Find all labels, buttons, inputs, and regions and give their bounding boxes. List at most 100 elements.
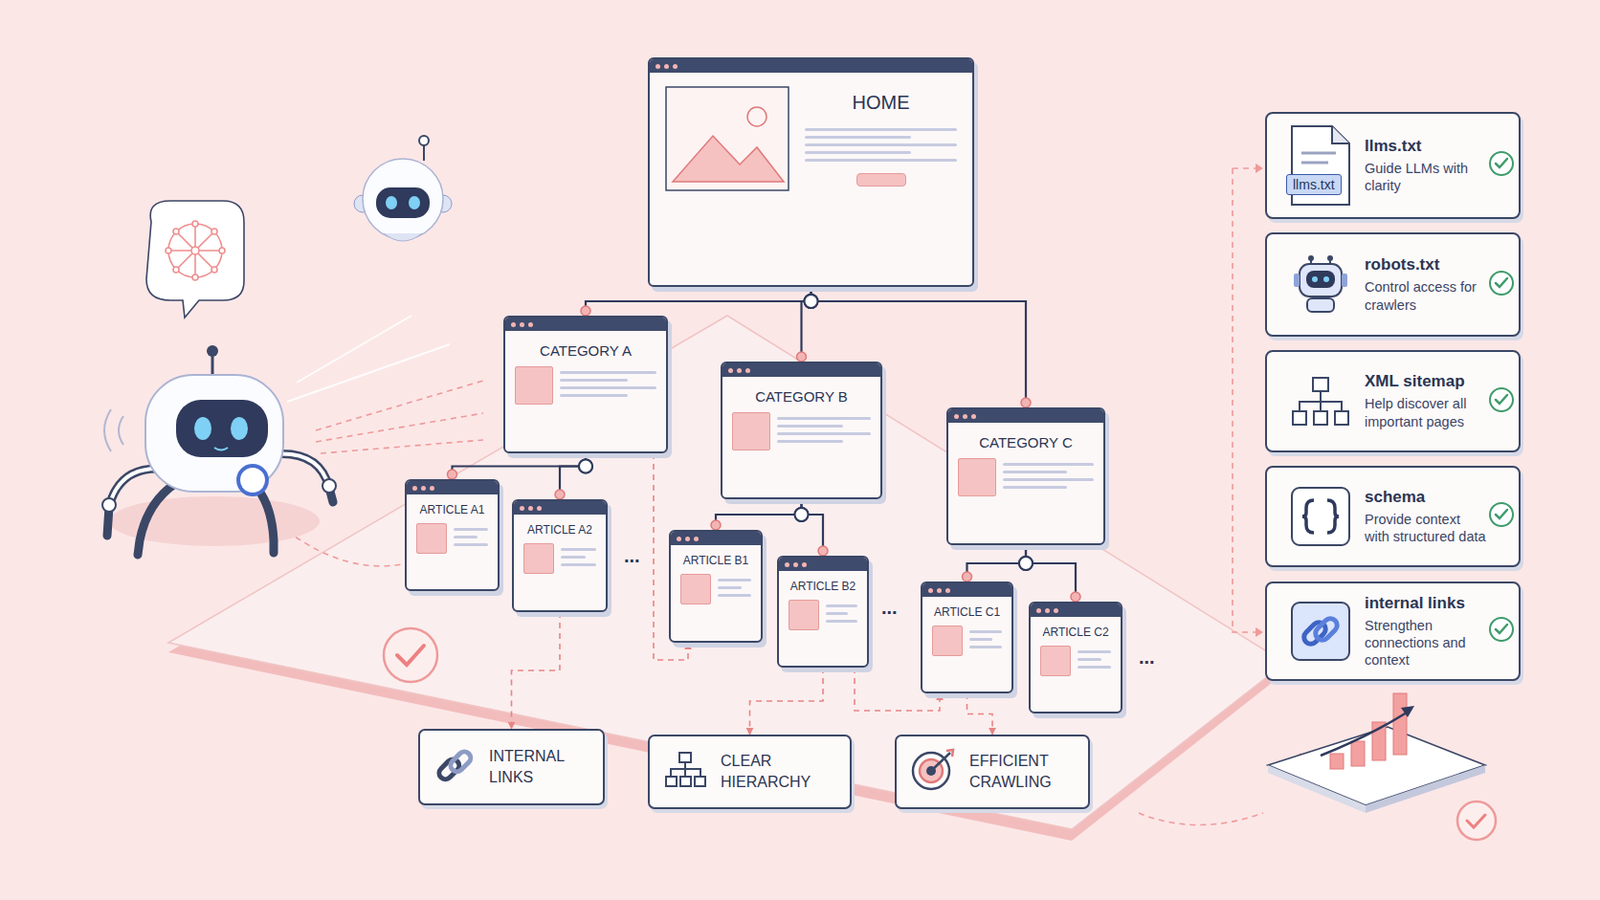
decor (1457, 801, 1496, 841)
link-dot (555, 489, 565, 500)
decor (784, 562, 790, 568)
node-title: schema (1364, 488, 1488, 508)
node-description: Control access for crawlers (1364, 278, 1488, 313)
decor (385, 196, 398, 210)
decor (137, 483, 177, 556)
decor (536, 506, 542, 512)
title-bar (1030, 603, 1121, 618)
decor (383, 233, 423, 242)
decor (1489, 152, 1513, 176)
decor (1267, 765, 1366, 814)
decor (211, 228, 218, 235)
text-lines (453, 523, 489, 552)
decor (1030, 644, 1121, 679)
decor (429, 486, 435, 491)
node-title: CLEAR HIERARCHY (720, 751, 811, 795)
decor (383, 628, 438, 683)
decor (936, 588, 942, 594)
decor (946, 750, 954, 757)
dashed-arrow (967, 693, 994, 735)
decor: XML sitemapHelp discover all important p… (1364, 372, 1488, 430)
image-square (514, 366, 554, 405)
category-window: CATEGORY B (720, 361, 883, 500)
decor (825, 620, 858, 623)
decor (1232, 167, 1258, 170)
decor (1002, 463, 1094, 467)
decor (453, 528, 489, 532)
node-title: ARTICLE C1 (922, 597, 1012, 624)
decor (1289, 254, 1352, 316)
decor (513, 541, 606, 577)
decor (804, 143, 957, 147)
ellipsis: ... (1138, 646, 1156, 669)
image-square (1040, 645, 1071, 677)
decor (505, 364, 667, 407)
text-lines (1077, 645, 1112, 674)
image-square (523, 543, 555, 575)
junction-dot (795, 508, 809, 522)
decor (211, 266, 218, 273)
decor (685, 536, 690, 542)
decor (910, 748, 956, 793)
decor (1311, 276, 1318, 283)
node-title: ARTICLE A2 (513, 514, 606, 542)
decor (287, 315, 450, 402)
decor (1036, 608, 1042, 614)
junction-dot (1019, 556, 1033, 571)
decor (1487, 385, 1516, 415)
decor (1287, 375, 1355, 429)
decor (173, 266, 179, 273)
image-square (416, 523, 447, 555)
decor (922, 623, 1012, 659)
check-icon (1487, 149, 1516, 182)
decor (511, 322, 516, 328)
decor (1332, 126, 1350, 144)
decor (777, 417, 871, 421)
decor (954, 414, 959, 420)
decor (168, 223, 223, 278)
decor (1053, 608, 1059, 614)
decor (666, 87, 789, 191)
node-description: Guide LLMs with clarity (1364, 159, 1488, 195)
title-bar (505, 317, 667, 332)
card-icon (1276, 254, 1365, 316)
decor: internal linksStrengthen connections and… (1364, 594, 1488, 669)
link-dot (818, 546, 828, 556)
text-lines (804, 128, 957, 162)
decor (192, 221, 199, 227)
card-icon (1276, 600, 1365, 664)
decor (230, 417, 248, 441)
decor (104, 409, 124, 452)
check-icon (1487, 615, 1516, 648)
decor (1393, 693, 1407, 756)
decor (1400, 706, 1415, 718)
decor (1302, 500, 1339, 534)
decor (447, 749, 473, 775)
decor (1299, 391, 1342, 412)
node-title: CATEGORY A (505, 331, 667, 365)
article-window: ARTICLE B2 (777, 555, 869, 668)
node-title: XML sitemap (1364, 372, 1488, 392)
title-bar (670, 532, 761, 546)
decor (1330, 693, 1407, 770)
article-window: ARTICLE A2 (511, 499, 608, 613)
link-dot (447, 469, 458, 480)
node-description: Strengthen connections and context (1364, 617, 1488, 669)
benefit-tag: INTERNAL LINKS (418, 729, 605, 806)
decor (214, 447, 228, 451)
decor (419, 135, 429, 146)
title-bar (406, 481, 498, 495)
feature-card: XML sitemapHelp discover all important p… (1265, 350, 1521, 453)
decor (315, 380, 484, 431)
link-dot (1021, 398, 1031, 408)
title-bar (722, 363, 881, 378)
decor (397, 645, 424, 666)
decor (560, 563, 597, 567)
decor (287, 531, 402, 567)
decor (1288, 600, 1353, 664)
check-icon (1487, 268, 1516, 302)
decor (1232, 168, 1258, 633)
decor (1489, 618, 1513, 642)
